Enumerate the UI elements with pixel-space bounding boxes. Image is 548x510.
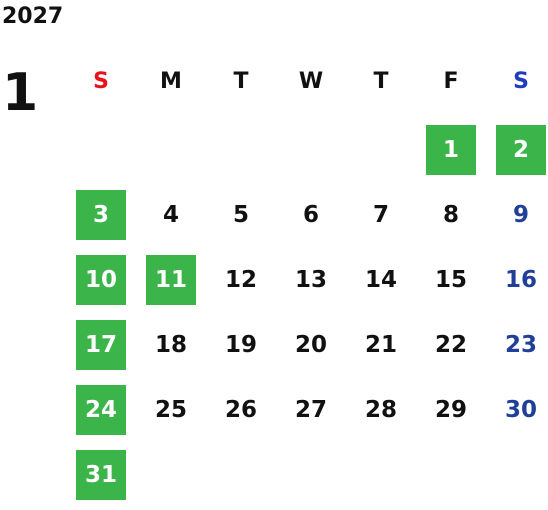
day-cell[interactable]: 29 [416, 380, 486, 445]
holiday-day-number: 31 [76, 450, 126, 500]
weekday-monday: M [160, 69, 182, 94]
weekday-saturday: S [513, 69, 529, 94]
day-number: 6 [302, 202, 319, 228]
holiday-day-number: 3 [76, 190, 126, 240]
day-cell[interactable]: 20 [276, 315, 346, 380]
day-number: 27 [294, 397, 327, 423]
day-cell[interactable]: 23 [486, 315, 548, 380]
day-number: 29 [434, 397, 467, 423]
day-cell[interactable]: 8 [416, 185, 486, 250]
day-cell[interactable]: 9 [486, 185, 548, 250]
weekday-wednesday: W [298, 69, 324, 94]
holiday-day-number: 2 [496, 125, 546, 175]
day-cell[interactable]: 5 [206, 185, 276, 250]
day-number: 30 [504, 397, 537, 423]
day-number: 13 [294, 267, 327, 293]
day-number: 12 [224, 267, 257, 293]
empty-day-cell [276, 120, 346, 185]
day-number: 23 [504, 332, 537, 358]
day-cell[interactable]: 25 [136, 380, 206, 445]
day-cell[interactable]: 31 [66, 445, 136, 510]
weekday-sunday: S [93, 69, 109, 94]
day-cell[interactable]: 1 [416, 120, 486, 185]
empty-day-cell [206, 120, 276, 185]
day-cell[interactable]: 24 [66, 380, 136, 445]
day-cell[interactable]: 3 [66, 185, 136, 250]
day-number: 18 [154, 332, 187, 358]
day-number: 8 [442, 202, 459, 228]
day-number: 22 [434, 332, 467, 358]
year-label: 2027 [2, 4, 64, 29]
day-cell[interactable]: 13 [276, 250, 346, 315]
weekday-friday: F [443, 69, 459, 94]
day-cell[interactable]: 26 [206, 380, 276, 445]
weekday-tuesday: T [233, 69, 249, 94]
day-cell[interactable]: 22 [416, 315, 486, 380]
weekday-header-row: S M T W T F S [66, 62, 548, 102]
day-number: 16 [504, 267, 537, 293]
day-cell[interactable]: 15 [416, 250, 486, 315]
day-cell[interactable]: 14 [346, 250, 416, 315]
day-cell[interactable]: 11 [136, 250, 206, 315]
day-number: 28 [364, 397, 397, 423]
holiday-day-number: 17 [76, 320, 126, 370]
day-number: 19 [224, 332, 257, 358]
day-cell[interactable]: 10 [66, 250, 136, 315]
day-cell[interactable]: 2 [486, 120, 548, 185]
day-cell[interactable]: 30 [486, 380, 548, 445]
day-number: 15 [434, 267, 467, 293]
day-cell[interactable]: 6 [276, 185, 346, 250]
day-cell[interactable]: 21 [346, 315, 416, 380]
day-number: 7 [372, 202, 389, 228]
day-cell[interactable]: 12 [206, 250, 276, 315]
day-number: 21 [364, 332, 397, 358]
day-number: 26 [224, 397, 257, 423]
day-cell[interactable]: 28 [346, 380, 416, 445]
holiday-day-number: 10 [76, 255, 126, 305]
month-number: 1 [2, 63, 39, 123]
holiday-day-number: 11 [146, 255, 196, 305]
empty-day-cell [66, 120, 136, 185]
day-cell[interactable]: 17 [66, 315, 136, 380]
day-number: 5 [232, 202, 249, 228]
day-cell[interactable]: 18 [136, 315, 206, 380]
holiday-day-number: 24 [76, 385, 126, 435]
day-cell[interactable]: 16 [486, 250, 548, 315]
day-number: 25 [154, 397, 187, 423]
empty-day-cell [136, 120, 206, 185]
day-cell[interactable]: 7 [346, 185, 416, 250]
day-cell[interactable]: 27 [276, 380, 346, 445]
weekday-thursday: T [373, 69, 389, 94]
empty-day-cell [346, 120, 416, 185]
day-cell[interactable]: 4 [136, 185, 206, 250]
day-cell[interactable]: 19 [206, 315, 276, 380]
holiday-day-number: 1 [426, 125, 476, 175]
day-number: 20 [294, 332, 327, 358]
day-number: 9 [512, 202, 529, 228]
day-number: 4 [162, 202, 179, 228]
day-number: 14 [364, 267, 397, 293]
